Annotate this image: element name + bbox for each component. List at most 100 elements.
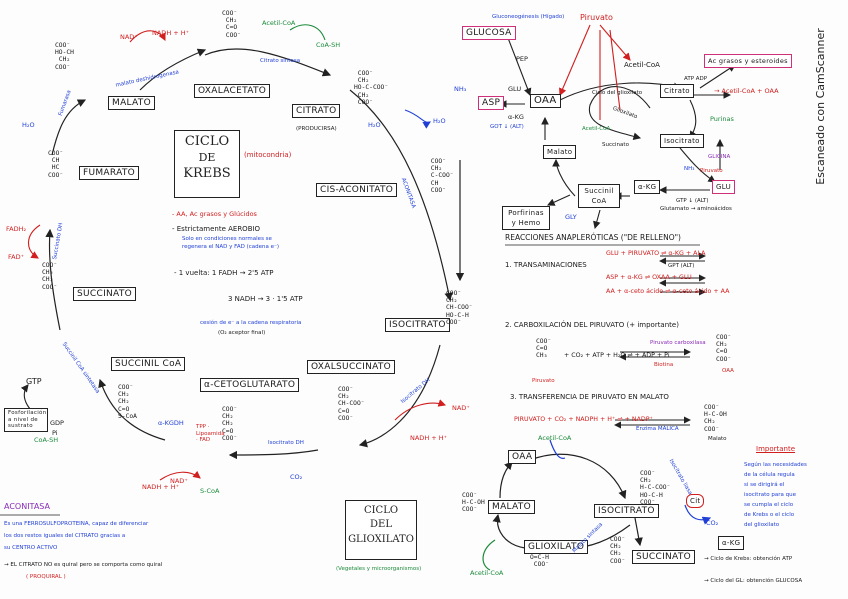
anap-title: REACCIONES ANAPLERÓTICAS ("DE RELLENO") [505, 233, 681, 242]
met-label-akg-small: α-KG [508, 113, 524, 121]
glyoxylate-shortcut [588, 86, 651, 141]
glx-node-oaa: OAA [508, 450, 537, 464]
glioxilato-title-line2: DEL [370, 519, 392, 530]
met-label-got: GOT ↓ (ALT) [490, 124, 524, 130]
anap-s2-oaa-structure: COO⁻ CH₂ C=O COO⁻ [716, 334, 732, 363]
met-node-glucosa: GLUCOSA [462, 26, 516, 40]
anap-s3-malato: Malato [708, 436, 727, 442]
glx-cit-circle: Cit [686, 494, 705, 508]
met-label-atp-adp: ATP ADP [684, 76, 708, 82]
anap-s1-title: 1. TRANSAMINACIONES [505, 261, 587, 269]
label-scoa-left: S-CoA [200, 487, 220, 495]
met-node-malato: Malato [543, 145, 577, 159]
oxalacetato-structure: COO⁻ CH₂ C=O COO⁻ [222, 10, 241, 39]
met-node-citrato: Citrato [660, 84, 694, 98]
glx-node-succinato: SUCCINATO [632, 550, 695, 564]
met-label-glu-small: GLU [508, 85, 522, 93]
node-malato: MALATO [108, 96, 155, 110]
label-citrato-sintasa: Citrato sintasa [260, 58, 301, 64]
glioxilato-title-line3: GLIOXILATO [348, 534, 414, 545]
importante-line-6: de Krebs o el ciclo [744, 512, 795, 518]
glx-node-isocitrato: ISOCITRATO [594, 504, 659, 518]
importante-line-1: Según las necesidades [744, 462, 807, 468]
outcome-glioxilato: → Ciclo del GL: obtención GLUCOSA [704, 578, 803, 584]
anap-s3-enzyme: Enzima MÁLICA [636, 426, 679, 432]
label-fad: FAD⁺ [8, 253, 25, 261]
met-label-succinato: Succinato [602, 142, 629, 148]
importante-line-5: se cumpla el ciclo [744, 502, 794, 508]
anap-s1-eq1: GLU + PIRUVATO ⇌ α-KG + ALA [606, 250, 706, 257]
met-node-piruvato: Piruvato [580, 13, 613, 22]
met-label-nh3-2: NH₃ [684, 166, 695, 172]
krebs-title-line3: KREBS [183, 166, 231, 181]
citrato-structure: COO⁻ CH₂ HO-C-COO⁻ CH₂ COO⁻ [354, 70, 389, 106]
met-label-piruvato2: Piruvato [700, 168, 723, 174]
node-fumarato: FUMARATO [79, 166, 140, 180]
krebs-title: CICLO DE KREBS [174, 130, 240, 198]
aconitasa-line-1: Es una FERROSULFOPROTEINA, capaz de dife… [4, 521, 149, 527]
label-akgdh: α-KGDH [158, 419, 184, 427]
watermark-text: Escaneado con CamScanner [813, 28, 827, 185]
met-label-glu-alanina: Glutamato → aminoácidos [660, 206, 732, 212]
krebs-cycle-arrows [45, 48, 465, 460]
krebs-note-7: (O₂ aceptor final) [218, 330, 266, 336]
succinato-structure: COO⁻ CH₂ CH₂ COO⁻ [42, 262, 58, 291]
krebs-note-1: - Estrictamente AEROBIO [172, 225, 261, 233]
met-label-gtp-alt: GTP ↓ (ALT) [676, 198, 709, 204]
fosforilacion-box: Fosforilación a nivel de sustrato [4, 408, 48, 432]
met-node-asp: ASP [478, 96, 505, 110]
met-label-purinas: Purinas [710, 115, 734, 123]
importante-line-3: si se dirigirá el [744, 482, 785, 488]
met-label-pep: PEP [516, 55, 528, 63]
node-succinato: SUCCINATO [73, 287, 136, 301]
label-h2o-2: H₂O [22, 121, 35, 129]
aconitasa-line-3: su CENTRO ACTIVO [4, 545, 58, 551]
label-h2o-3: H₂O [368, 121, 381, 129]
importante-line-7: del glioxilato [744, 522, 780, 528]
anap-s1-eq3: AA + α-ceto ácido ⇌ α-ceto ácido + AA [606, 288, 730, 295]
label-tpp: TPP · Lipoamida · FAD [196, 424, 225, 443]
label-nadh3: NADH + H⁺ [410, 434, 448, 442]
anap-s2-piruvato: Piruvato [532, 378, 555, 384]
camscanner-watermark: Escaneado con CamScanner [814, 10, 846, 210]
met-node-akg: α-KG [634, 180, 661, 194]
malato-structure: COO⁻ HO-CH CH₂ COO⁻ [55, 42, 74, 71]
krebs-cofactor-hooks [20, 24, 447, 481]
met-node-isocitrato: Isocitrato [660, 134, 704, 148]
anap-s2-oaa: OAA [722, 368, 734, 374]
anap-s3-title: 3. TRANSFERENCIA DE PIRUVATO EN MALATO [510, 393, 669, 401]
aconitasa-line-4: → EL CITRATO NO es quiral pero se compor… [4, 562, 163, 568]
met-label-gly: GLY [565, 213, 577, 221]
glioxilato-title: CICLO DEL GLIOXILATO [345, 500, 417, 560]
glx-node-malato: MALATO [488, 500, 535, 514]
krebs-note-0: - AA, Ac grasos y Glúcidos [172, 210, 257, 218]
label-nad-top: NAD⁺ [120, 33, 138, 41]
label-co2-1: CO₂ [290, 473, 303, 481]
glx-akg-box: α-KG [718, 536, 745, 550]
glx-node-glioxilato: GLIOXILATO [524, 540, 589, 554]
krebs-note-3: regenera el NAD y FAD (cadena e⁻) [182, 244, 280, 250]
glioxilato-subtitle: (Vegetales y microorganismos) [336, 566, 422, 572]
met-label-acetil-oaa: → Acetil-CoA + OAA [714, 87, 779, 95]
glx-isocitrato-structure: COO⁻ CH₂ H-C-COO⁻ HO-C-H COO⁻ [640, 470, 671, 506]
glx-label-acetil-coa1: Acetil-CoA [538, 434, 572, 442]
met-label-nh3: NH₃ [454, 85, 467, 93]
outcome-krebs: → Ciclo de Krebs: obtención ATP [704, 556, 793, 562]
label-nadh2: NADH + H⁺ [142, 483, 180, 491]
met-node-succinil-coa: Succinil CoA [578, 184, 620, 208]
label-nad3: NAD⁺ [452, 404, 470, 412]
importante-line-2: de la célula regula [744, 472, 795, 478]
importante-heading: Importante [756, 445, 796, 453]
anap-s2-enzyme2: Biotina [654, 362, 674, 368]
anap-s1-eq1-enzyme: GPT (ALT) [668, 263, 695, 269]
met-node-ac-grasos: Ac grasos y esteroides [704, 54, 792, 68]
met-node-glu: GLU [712, 180, 735, 194]
importante-line-4: isocitrato para que [744, 492, 796, 498]
met-node-acetil-coa: Acetil-CoA [624, 61, 660, 69]
node-cis-aconitato: CIS-ACONITATO [316, 183, 398, 197]
glx-label-acetil-coa2: Acetil-CoA [470, 569, 504, 577]
anap-s2-eq: + CO₂ + ATP + H₂O ⇌ + ADP + Pi [564, 352, 670, 359]
anap-s2-enzyme1: Piruvato carboxilasa [650, 340, 706, 346]
anap-s3-eq: PIRUVATO + CO₂ + NADPH + H⁺ ⇌ + NADP⁺ [514, 416, 653, 423]
